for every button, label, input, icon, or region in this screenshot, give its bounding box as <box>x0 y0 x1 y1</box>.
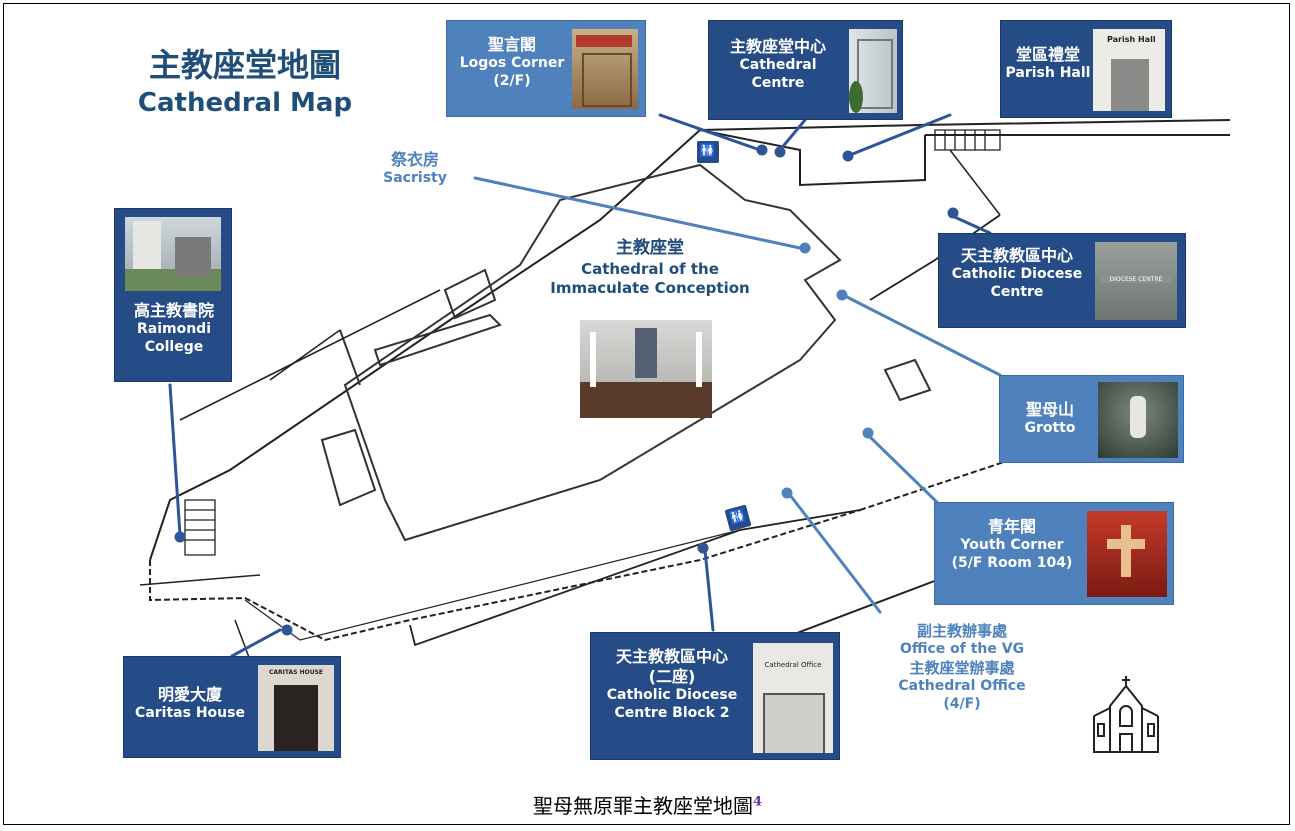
office-en1: Office of the VG <box>899 641 1025 658</box>
logos-corner-box[interactable]: 聖言閣 Logos Corner (2/F) <box>446 20 646 117</box>
cathedral-label: 主教座堂 Cathedral of the Immaculate Concept… <box>540 238 760 298</box>
diocese-centre-photo: DIOCESE CENTRE <box>1095 242 1177 320</box>
raimondi-en2: College <box>144 338 204 355</box>
block2-office-sign: Cathedral Office <box>764 661 822 669</box>
caritas-house-sign: CARITAS HOUSE <box>269 669 323 676</box>
block2-en1: Catholic Diocese <box>606 687 738 703</box>
office-zh1: 副主教辦事處 <box>916 622 1007 640</box>
youth-zh: 青年閣 <box>987 517 1036 536</box>
centre-en1: Cathedral <box>739 57 817 73</box>
logos-corner-photo <box>572 29 638 109</box>
centre-zh: 主教座堂中心 <box>729 37 826 56</box>
cathedral-en1: Cathedral of the <box>581 259 719 278</box>
office-en3: (4/F) <box>943 696 981 713</box>
youth-en1: Youth Corner <box>960 537 1064 553</box>
centre-en2: Centre <box>751 74 805 91</box>
diocese-zh: 天主教教區中心 <box>960 246 1073 265</box>
raimondi-college-photo <box>125 217 221 291</box>
sacristy-label: 祭衣房 Sacristy <box>365 150 465 188</box>
church-icon <box>1093 676 1159 753</box>
logos-zh: 聖言閣 <box>487 35 536 54</box>
parish-en1: Parish Hall <box>1005 65 1091 81</box>
diocese-centre-sign: DIOCESE CENTRE <box>1101 276 1171 283</box>
grotto-zh: 聖母山 <box>1025 400 1074 419</box>
office-en2: Cathedral Office <box>898 678 1026 695</box>
diocese-block2-box[interactable]: 天主教教區中心 (二座) Catholic Diocese Centre Blo… <box>590 632 840 760</box>
raimondi-en1: Raimondi <box>136 321 212 337</box>
youth-corner-box[interactable]: 青年閣 Youth Corner (5/F Room 104) <box>934 502 1174 605</box>
caritas-house-photo: CARITAS HOUSE <box>258 665 334 751</box>
caritas-en1: Caritas House <box>135 705 245 721</box>
logos-en2: (2/F) <box>493 72 531 89</box>
cathedral-zh: 主教座堂 <box>616 238 684 258</box>
cathedral-office-label: 副主教辦事處 Office of the VG 主教座堂辦事處 Cathedra… <box>862 622 1062 714</box>
caritas-zh: 明愛大廈 <box>157 685 222 704</box>
caption-footnote: 4 <box>752 794 763 810</box>
grotto-box[interactable]: 聖母山 Grotto <box>999 375 1184 463</box>
diocese-block2-photo: Cathedral Office <box>753 643 833 753</box>
caption-text: 聖母無原罪主教座堂地圖 <box>532 794 753 818</box>
youth-corner-photo <box>1087 511 1167 597</box>
diocese-centre-box[interactable]: 天主教教區中心 Catholic Diocese Centre DIOCESE … <box>938 233 1186 328</box>
raimondi-zh: 高主教書院 <box>133 301 214 320</box>
diocese-en1: Catholic Diocese <box>951 266 1083 282</box>
map-caption: 聖母無原罪主教座堂地圖4 <box>0 790 1295 819</box>
parish-hall-box[interactable]: 堂區禮堂 Parish Hall Parish Hall <box>1000 20 1172 118</box>
restroom-icon: 🚻 <box>697 141 719 163</box>
office-zh2: 主教座堂辦事處 <box>909 659 1015 678</box>
cathedral-interior-photo <box>580 320 712 418</box>
cathedral-centre-box[interactable]: 主教座堂中心 Cathedral Centre <box>708 20 903 120</box>
diocese-en2: Centre <box>990 283 1044 300</box>
grotto-en1: Grotto <box>1024 420 1076 436</box>
cathedral-centre-photo <box>849 29 897 113</box>
map-title: 主教座堂地圖 Cathedral Map <box>120 40 370 118</box>
sacristy-zh: 祭衣房 <box>390 150 439 169</box>
sacristy-en: Sacristy <box>383 170 447 187</box>
parish-zh: 堂區禮堂 <box>1015 45 1080 64</box>
block2-zh2: (二座) <box>648 667 696 686</box>
map-frame <box>3 3 1290 825</box>
raimondi-college-box[interactable]: 高主教書院 Raimondi College <box>114 208 232 382</box>
parish-hall-sign: Parish Hall <box>1107 35 1156 44</box>
logos-en1: Logos Corner <box>459 55 565 71</box>
grotto-photo <box>1098 382 1178 458</box>
cathedral-en2: Immaculate Conception <box>550 278 750 297</box>
map-title-en: Cathedral Map <box>137 88 353 118</box>
block2-zh1: 天主教教區中心 <box>615 647 728 666</box>
caritas-house-box[interactable]: 明愛大廈 Caritas House CARITAS HOUSE <box>123 656 341 758</box>
block2-en2: Centre Block 2 <box>614 704 730 721</box>
youth-en2: (5/F Room 104) <box>951 554 1073 571</box>
map-title-zh: 主教座堂地圖 <box>148 46 341 84</box>
parish-hall-photo: Parish Hall <box>1093 29 1165 111</box>
